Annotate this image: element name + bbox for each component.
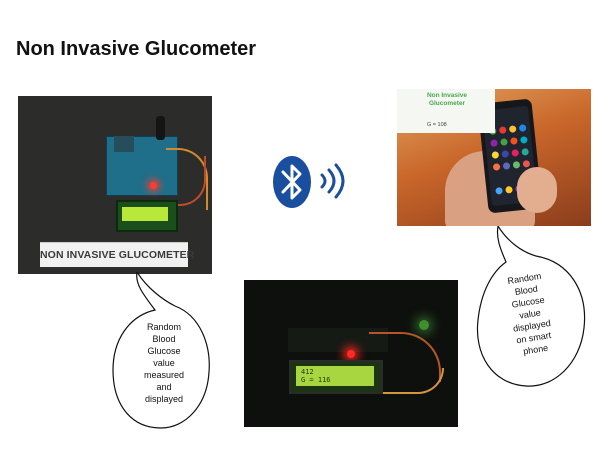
- device-photo: NON INVASIVE GLUCOMETER: [18, 96, 212, 274]
- app-icon: [491, 151, 500, 159]
- app-icon: [518, 124, 527, 132]
- green-led: [419, 320, 429, 330]
- app-icon: [501, 150, 510, 158]
- wire: [166, 148, 208, 210]
- lcd-screen: [122, 207, 168, 221]
- app-icon: [520, 136, 528, 144]
- app-icon: [521, 148, 530, 156]
- lcd-photo: 412 G = 116: [244, 280, 458, 427]
- speech-bubble-phone: [476, 226, 586, 387]
- lcd-line-2: G = 116: [301, 376, 331, 384]
- speech-bubble-measured: [112, 272, 210, 429]
- red-led: [150, 182, 157, 189]
- lcd-screen: 412 G = 116: [296, 366, 374, 386]
- app-icon: [510, 137, 518, 145]
- app-icon: [502, 162, 511, 170]
- thumb: [517, 167, 557, 213]
- power-jack: [156, 116, 165, 140]
- app-icon: [508, 125, 517, 133]
- device-label-text: NON INVASIVE GLUCOMETER: [40, 249, 195, 261]
- slide-title: Non Invasive Glucometer: [16, 38, 257, 60]
- lcd-module: [116, 200, 178, 232]
- glucose-reading: G = 108: [427, 122, 447, 128]
- device-label-card: NON INVASIVE GLUCOMETER: [40, 242, 195, 267]
- app-icon: [511, 149, 520, 157]
- wire: [168, 156, 206, 206]
- app-icon: [512, 161, 521, 169]
- app-icon: [490, 139, 498, 147]
- lcd-module: 412 G = 116: [289, 360, 383, 394]
- phone-photo: Non Invasive Glucometer G = 108: [397, 89, 591, 226]
- app-title: Non Invasive Glucometer: [426, 92, 468, 107]
- bubble-phone-text: Random Blood Glucose value displayed on …: [506, 270, 552, 357]
- app-icon: [500, 138, 508, 146]
- bubble-measured-text: Random Blood Glucose value measured and …: [143, 322, 185, 404]
- app-icon: [505, 185, 513, 194]
- lcd-line-1: 412: [301, 368, 314, 376]
- bluetooth-icon: [273, 156, 311, 208]
- red-led: [347, 350, 355, 358]
- app-card: Non Invasive Glucometer G = 108: [397, 89, 495, 133]
- app-icon: [495, 186, 503, 195]
- wireless-signal-icon: [320, 163, 345, 199]
- wire: [382, 368, 444, 394]
- app-icon: [492, 163, 501, 171]
- app-icon: [522, 159, 531, 168]
- chip: [114, 136, 134, 152]
- app-icon: [498, 126, 507, 134]
